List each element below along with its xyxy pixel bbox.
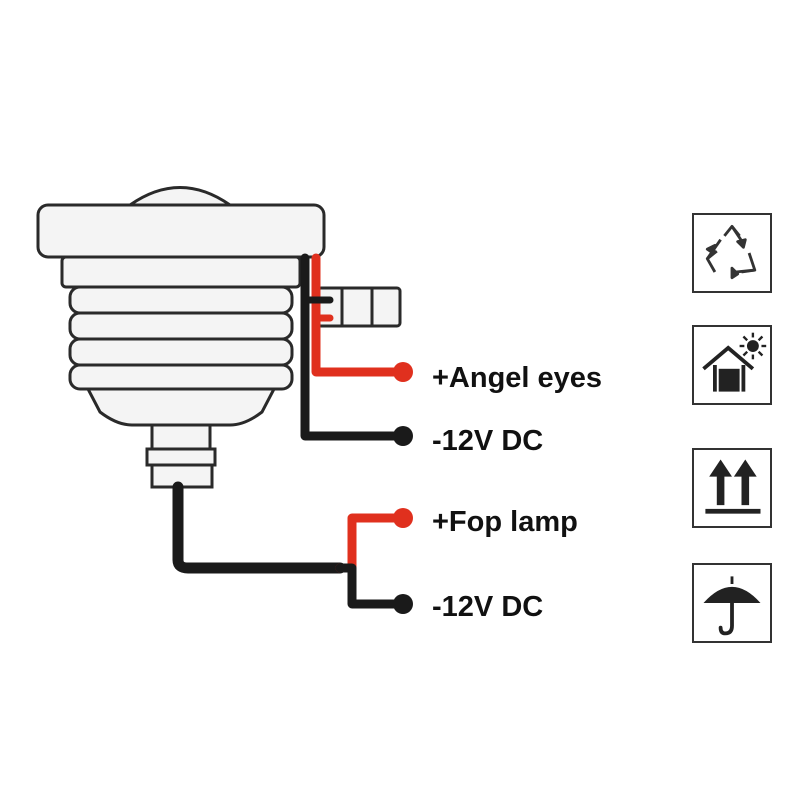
umbrella-keep-dry-icon [692,563,772,643]
fog-lamp-body [36,186,402,489]
fog-lamp-trunk-wire [172,481,346,574]
angel-eyes-negative-wire [300,253,405,441]
lamp-rib-3 [68,337,294,367]
angel-eyes-wires [300,253,413,446]
angel-eyes-negative-terminal [393,426,413,446]
angel-eyes-positive-label: +Angel eyes [432,362,603,394]
cable-gland-top [150,423,212,451]
lamp-rib-1 [68,285,294,315]
fog-lamp-positive-terminal [393,508,413,528]
lamp-rib-4 [68,363,294,391]
cable-gland-mid [145,447,217,467]
lamp-rib-2 [68,311,294,341]
fog-lamp-positive-label: +Fop lamp [432,506,578,538]
keep-dry-sunlight-icon [692,325,772,405]
lamp-dome [125,186,235,207]
fog-lamp-positive-wire [335,513,405,573]
fog-lamp-negative-label: -12V DC [432,591,544,623]
lamp-neck [60,255,302,289]
recycle-icon [692,213,772,293]
fog-lamp-wires [172,481,413,614]
fog-lamp-negative-terminal [393,594,413,614]
lamp-flange [36,203,326,259]
angel-eyes-positive-terminal [393,362,413,382]
fog-lamp-negative-wire [335,563,405,609]
this-way-up-icon [692,448,772,528]
lamp-base [85,387,277,427]
angel-eyes-negative-label: -12V DC [432,425,544,457]
angel-eyes-positive-wire [311,253,405,377]
